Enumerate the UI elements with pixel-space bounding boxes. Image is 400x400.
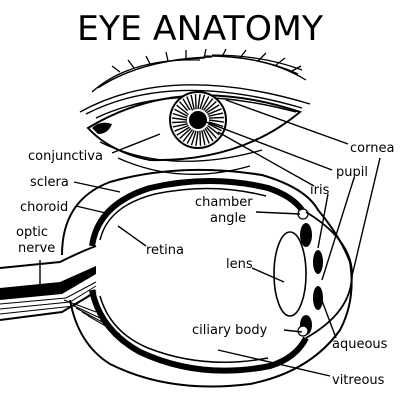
choroid-band-lower (89, 289, 309, 374)
lens-shape (273, 231, 307, 317)
iris-ray (201, 130, 206, 146)
label-iris: iris (310, 183, 330, 198)
iris-ray (176, 104, 189, 116)
iris-ray (172, 121, 188, 124)
pupil-front (189, 111, 207, 129)
iris-ray (204, 100, 217, 113)
label-vitreous: vitreous (332, 373, 385, 388)
iris-ray (199, 94, 206, 110)
iris-ray (182, 129, 194, 142)
iris-ray (208, 121, 224, 128)
label-pupil: pupil (336, 165, 368, 180)
labels: cornea pupil iris conjunctiva sclera cho… (16, 141, 394, 388)
iris-ray (204, 128, 214, 142)
choroid-band (89, 178, 305, 247)
iris-front (169, 91, 227, 149)
iris-ray (190, 94, 195, 110)
lower-eyelid (99, 141, 263, 175)
label-aqueous: aqueous (332, 337, 388, 352)
iris-ray (190, 130, 197, 146)
label-sclera: sclera (30, 175, 69, 190)
iris-ray (208, 119, 224, 123)
iris-ray (195, 130, 199, 146)
eyebrow (91, 48, 307, 93)
iris-ray (182, 98, 192, 112)
label-optic-nerve-line2: nerve (18, 241, 55, 256)
iris-ciliary-shapes (297, 208, 323, 337)
leader-lines (39, 99, 381, 377)
label-optic-nerve-line1: optic (16, 225, 48, 240)
iris-ray (199, 130, 202, 146)
iris-pattern (172, 94, 224, 146)
label-retina: retina (146, 243, 184, 258)
iris-ray (202, 98, 214, 111)
iris-ray (207, 108, 222, 116)
iris-ray (208, 116, 224, 119)
iris-ray (186, 96, 194, 111)
iris-ray (207, 123, 222, 132)
iris-ray (174, 108, 189, 117)
iris-ray (179, 127, 192, 140)
iris-ray (206, 104, 220, 114)
iris-ray (174, 124, 189, 132)
inner-corner (92, 122, 112, 134)
iris-ray (205, 126, 218, 139)
iris-ray (172, 123, 188, 128)
iris-ray (207, 124, 220, 136)
iris-ray (194, 94, 197, 110)
label-chamber-angle-line2: angle (210, 211, 246, 226)
label-ciliary-body: ciliary body (192, 323, 268, 338)
label-cornea: cornea (350, 141, 394, 156)
label-chamber-angle-line1: chamber (195, 195, 253, 210)
label-conjunctiva: conjunctiva (28, 149, 103, 164)
label-choroid: choroid (20, 200, 68, 215)
iris-ray (208, 112, 224, 117)
iris-ray (172, 112, 188, 119)
iris-ray (201, 96, 210, 111)
iris-ray (197, 94, 201, 110)
optic-nerve-shape (0, 245, 121, 335)
eye-opening (86, 94, 303, 162)
iris-ray (202, 129, 210, 144)
iris-ray (176, 126, 190, 136)
iris-ray (186, 129, 195, 144)
diagram-title: EYE ANATOMY (77, 9, 323, 49)
label-lens: lens (226, 257, 253, 272)
iris-ray (172, 117, 188, 121)
external-eye (79, 48, 311, 175)
